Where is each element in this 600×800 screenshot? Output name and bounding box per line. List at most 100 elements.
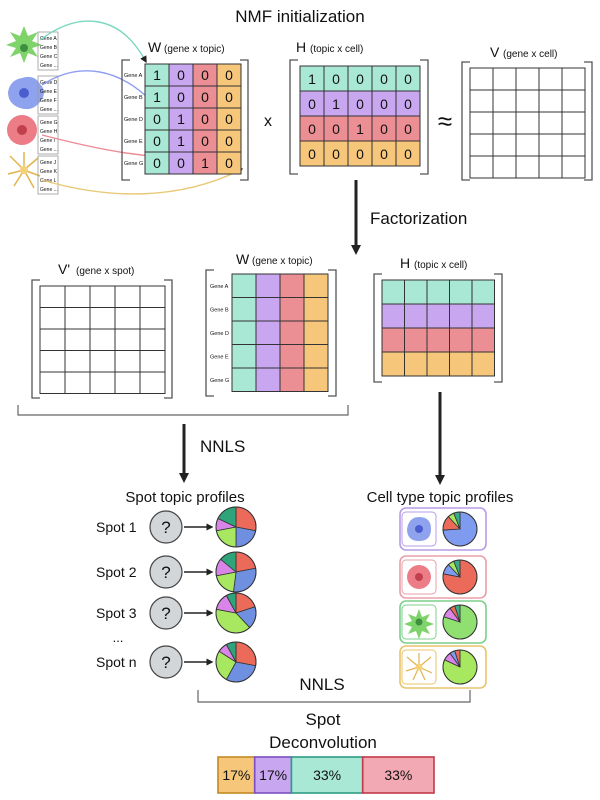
w-fact-cell (255, 297, 281, 322)
gene-group-label: Gene ... (40, 63, 58, 69)
nnls-label: NNLS (200, 437, 245, 456)
w-init-value: 1 (177, 111, 185, 127)
w-init-value: 0 (153, 133, 161, 149)
h-init-cell (299, 140, 325, 167)
v-init-cell (561, 67, 586, 91)
v-w-bracket (17, 405, 349, 416)
v-init-bracket-left (461, 61, 470, 181)
w-fact-cell (255, 320, 281, 345)
v-prime-cell (64, 285, 91, 308)
cell-nucleus (415, 618, 423, 626)
v-prime-bracket-left (31, 279, 40, 399)
gene-group-label: Gene E (40, 89, 58, 95)
gene-group-label: Gene ... (40, 107, 58, 113)
factorization-label: Factorization (370, 209, 467, 228)
h-init-cell (323, 65, 349, 92)
h-init-cell (371, 65, 397, 92)
h-init-value: 0 (308, 96, 316, 112)
v-prime-bracket-right (164, 279, 173, 399)
gene-group-label: Gene J (40, 160, 57, 166)
w-init-row-label: Gene B (124, 95, 143, 101)
v-prime-cell (139, 307, 166, 330)
w-init-row-label: Gene G (124, 161, 143, 167)
celltype-profiles-title: Cell type topic profiles (367, 489, 514, 506)
gene-group-label: Gene H (40, 129, 58, 135)
v-prime-cell (89, 328, 116, 351)
v-init-cell (492, 155, 517, 179)
h-init-cell (323, 90, 349, 117)
v-prime-cell (114, 371, 141, 394)
w-init-value: 0 (201, 89, 209, 105)
cell-nucleus (415, 573, 423, 581)
v-prime-cell (139, 285, 166, 308)
deconvolution-segment (361, 756, 435, 794)
h-fact-cell (471, 351, 495, 377)
w-init-value: 0 (201, 67, 209, 83)
bottom-bracket (197, 690, 471, 703)
h-init-value: 0 (380, 96, 388, 112)
v-prime-cell (39, 285, 66, 308)
v-prime-cell (139, 371, 166, 394)
deconvolution-segment (253, 756, 293, 794)
h-fact-cell (471, 303, 495, 329)
h-init-bracket-left (289, 59, 298, 175)
v-prime-cell (89, 371, 116, 394)
v-init-cell (561, 155, 586, 179)
h-init-value: 0 (380, 71, 388, 87)
h-init-value: 0 (332, 71, 340, 87)
h-fact-cell (381, 279, 405, 305)
h-init-value: 0 (380, 146, 388, 162)
w-init-value: 1 (153, 67, 161, 83)
h-init-label: H (296, 39, 306, 55)
v-prime-cell (64, 350, 91, 373)
w-fact-cell (303, 320, 329, 345)
h-init-value: 1 (356, 121, 364, 137)
v-prime-cell (64, 307, 91, 330)
w-init-bracket-right (240, 59, 249, 181)
v-init-cell (561, 89, 586, 113)
spot-pie-outline (215, 551, 257, 593)
h-fact-cell (381, 327, 405, 353)
gene-group-label: Gene K (40, 169, 58, 175)
h-init-value: 0 (404, 146, 412, 162)
h-init-cell (395, 115, 421, 142)
w-fact-bracket-right (328, 269, 337, 397)
w-init-value: 0 (153, 111, 161, 127)
v-init-cell (515, 133, 540, 157)
gene-group-label: Gene I (40, 138, 55, 144)
approx-sign: ≈ (438, 106, 452, 136)
celltype-pie-outline (442, 649, 478, 685)
blue-round-cell-icon (8, 76, 44, 110)
deconvolution-segment-label: 17% (259, 767, 287, 783)
spot-unknown-node (149, 645, 183, 679)
w-fact-row-label: Gene B (210, 308, 229, 314)
h-fact-cell (381, 351, 405, 377)
h-fact-bracket-right (494, 273, 503, 383)
celltype-pie-outline (442, 604, 478, 640)
spot-label: Spot n (96, 654, 136, 670)
times-sign: x (264, 113, 272, 130)
v-init-cell (469, 133, 494, 157)
v-init-cell (469, 67, 494, 91)
pink-round-cell-icon (407, 565, 431, 589)
w-fact-cell (231, 320, 257, 345)
w-fact-row-label: Gene G (210, 378, 229, 384)
gene-group-label: Gene L (40, 178, 57, 184)
w-init-value: 0 (225, 67, 233, 83)
w-fact-cell (303, 344, 329, 369)
spot-unknown-symbol: ? (161, 563, 170, 582)
spot-profiles: Spot 1?Spot 2?Spot 3?Spot n?... (96, 506, 257, 683)
w-fact-cell (279, 297, 305, 322)
h-init-value: 0 (308, 121, 316, 137)
w-init-value: 1 (177, 133, 185, 149)
gene-group-box (37, 75, 59, 115)
w-fact-cell (255, 344, 281, 369)
w-fact-cell (255, 273, 281, 298)
green-spiky-cell-icon (6, 26, 42, 63)
v-init-cell (492, 89, 517, 113)
gene-group-label: Gene G (40, 120, 58, 126)
w-fact-cell (231, 273, 257, 298)
v-init-cell (515, 111, 540, 135)
v-init-cell (492, 133, 517, 157)
